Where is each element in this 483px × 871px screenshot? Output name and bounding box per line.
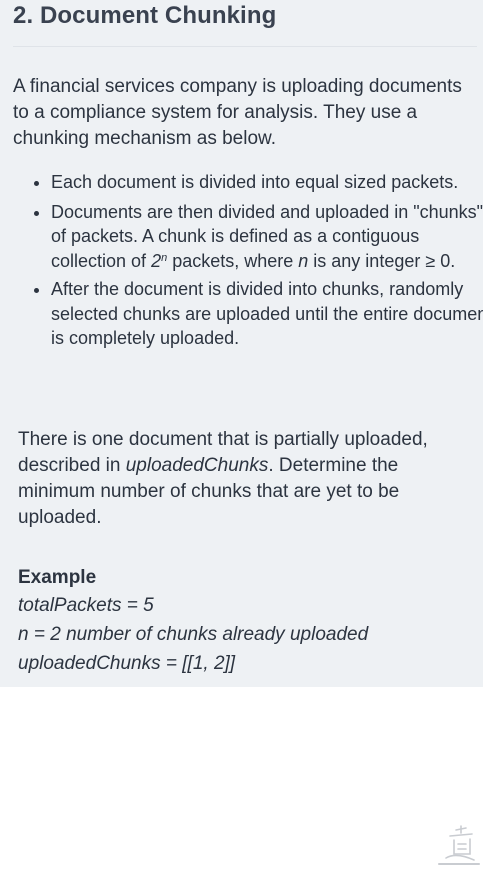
title-divider — [13, 46, 477, 47]
rule-item: After the document is divided into chunk… — [51, 277, 483, 351]
power-base: 2 — [151, 250, 162, 271]
example-line-total-packets: totalPackets = 5 — [18, 595, 154, 616]
watermark-logo — [438, 825, 480, 865]
intro-paragraph: A financial services company is uploadin… — [13, 76, 462, 149]
example-heading: Example — [18, 567, 97, 588]
power-exponent: n — [161, 251, 168, 264]
rules-list: Each document is divided into equal size… — [28, 170, 483, 356]
example-line-n: n = 2 number of chunks already uploaded — [18, 624, 369, 645]
rule-item: Documents are then divided and uploaded … — [51, 200, 483, 274]
problem-panel: 2. Document Chunking A financial service… — [0, 0, 483, 687]
example-line-uploaded-chunks: uploadedChunks = [[1, 2]] — [18, 653, 236, 674]
variable-n: n — [298, 250, 309, 271]
rule-text: Documents are then divided and uploaded … — [51, 201, 483, 271]
rule-item: Each document is divided into equal size… — [51, 170, 483, 195]
variable-uploaded-chunks: uploadedChunks — [125, 455, 269, 476]
rule-text: is any integer ≥ 0. — [308, 250, 456, 271]
task-description: There is one document that is partially … — [18, 429, 428, 528]
problem-title: 2. Document Chunking — [13, 2, 277, 29]
rule-text: packets, where — [167, 250, 299, 271]
